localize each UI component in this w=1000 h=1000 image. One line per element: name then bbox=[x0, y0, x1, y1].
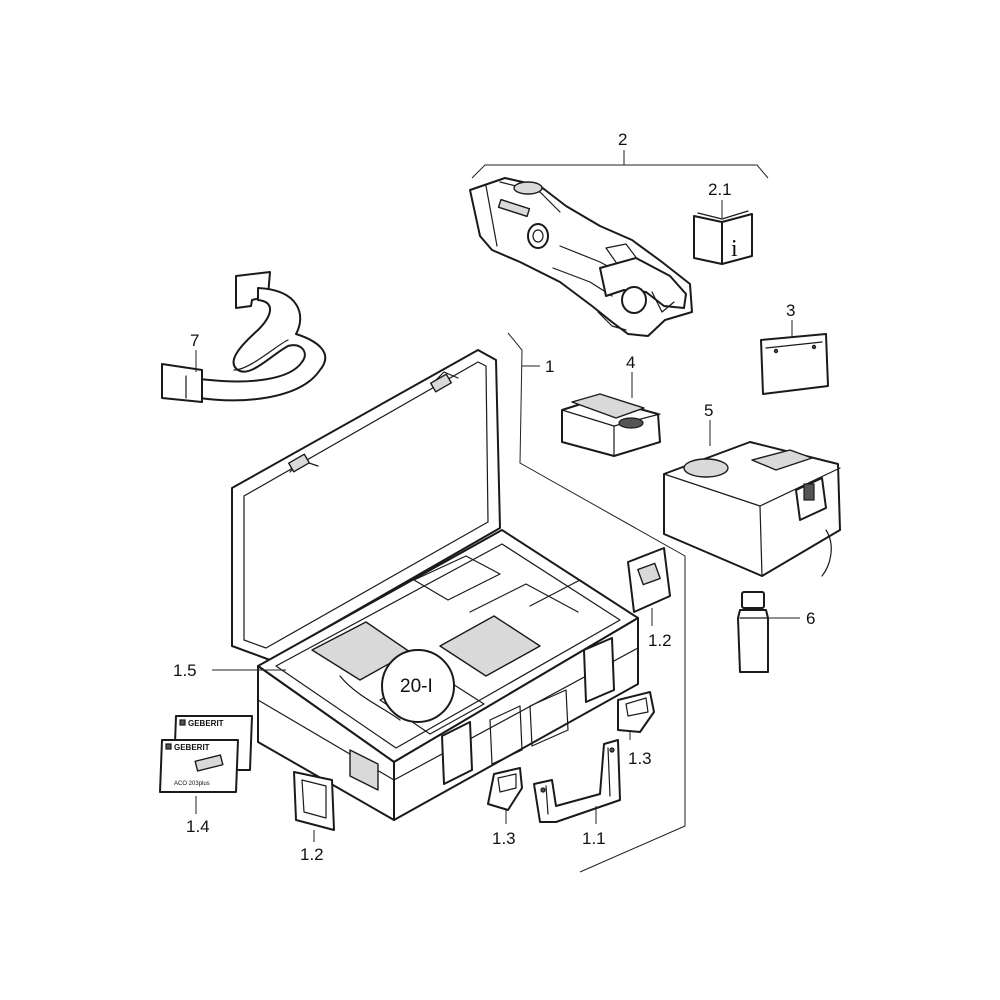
id-cards: GEBERIT GEBERIT ACO 203plus bbox=[159, 715, 253, 793]
callout-20-I-text: 20-I bbox=[400, 676, 433, 697]
operating-manual-icon: i bbox=[693, 210, 753, 265]
battery-pack bbox=[561, 372, 661, 457]
label-1: 1 bbox=[545, 357, 554, 376]
label-1-3-right: 1.3 bbox=[628, 749, 652, 768]
label-4: 4 bbox=[626, 353, 635, 372]
part-labels: 2 2.1 3 7 1 4 5 6 1.2 1.5 1.3 1.4 1.2 1.… bbox=[173, 130, 815, 864]
label-2-1: 2.1 bbox=[708, 180, 732, 199]
label-2: 2 bbox=[618, 130, 627, 149]
label-5: 5 bbox=[704, 401, 713, 420]
label-3: 3 bbox=[786, 301, 795, 320]
handle-part bbox=[533, 739, 621, 823]
carrying-case bbox=[231, 349, 671, 821]
battery-charger bbox=[663, 420, 841, 577]
label-1-1: 1.1 bbox=[582, 829, 606, 848]
carrying-strap bbox=[161, 271, 327, 403]
card-brand-front: GEBERIT bbox=[174, 743, 210, 752]
latch-part-right bbox=[617, 691, 655, 733]
card-brand-back: GEBERIT bbox=[188, 719, 224, 728]
label-1-2-bottom: 1.2 bbox=[300, 845, 324, 864]
hinge-part bbox=[293, 771, 335, 831]
label-1-5: 1.5 bbox=[173, 661, 197, 680]
latch-part-bottom bbox=[487, 767, 523, 811]
group-bracket-2 bbox=[471, 150, 769, 179]
press-tool bbox=[469, 177, 693, 337]
label-1-4: 1.4 bbox=[186, 817, 210, 836]
label-1-3-bottom: 1.3 bbox=[492, 829, 516, 848]
leader-lines bbox=[195, 200, 723, 842]
label-1-2-right: 1.2 bbox=[648, 631, 672, 650]
label-7: 7 bbox=[190, 331, 199, 350]
info-glyph: i bbox=[731, 236, 738, 262]
card-model: ACO 203plus bbox=[174, 781, 210, 787]
label-sheet bbox=[760, 320, 829, 395]
oil-bottle bbox=[737, 591, 800, 673]
callout-20-I: 20-I bbox=[381, 649, 455, 723]
label-6: 6 bbox=[806, 609, 815, 628]
group-bracket-1 bbox=[507, 332, 686, 873]
